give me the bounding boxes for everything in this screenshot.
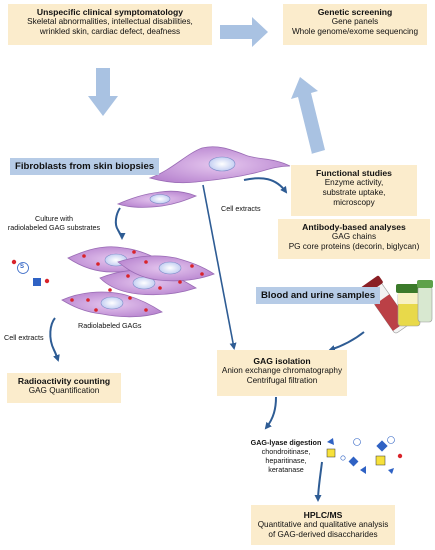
- arrow-samples-to-gag-isolation: [328, 331, 365, 352]
- blood-urine-header: Blood and urine samples: [256, 287, 381, 304]
- radioactivity-box: Radioactivity counting GAG Quantificatio…: [7, 373, 121, 403]
- antibody-line-2: PG core proteins (decorin, biglycan): [288, 242, 420, 252]
- functional-studies-box: Functional studies Enzyme activity, subs…: [291, 165, 417, 216]
- symptoms-line-2: wrinkled skin, cardiac defect, deafness: [39, 27, 181, 37]
- functional-title: Functional studies: [316, 168, 392, 178]
- gag-isolation-box: GAG isolation Anion exchange chromatogra…: [217, 350, 347, 396]
- arrow-symptoms-down: [88, 68, 118, 116]
- hplc-line-2: of GAG-derived disaccharides: [268, 530, 378, 540]
- radiolabeled-cells: [61, 246, 215, 318]
- culture-label: Culture with radiolabeled GAG substrates: [4, 214, 104, 232]
- antibody-line-1: GAG chains: [331, 232, 377, 242]
- arrow-cells-to-radio: [49, 317, 60, 362]
- cell-extracts-left-label: Cell extracts: [4, 333, 44, 342]
- fibroblast-cell-top: [148, 146, 291, 184]
- antibody-title: Antibody-based analyses: [302, 222, 406, 232]
- arrow-lyase-to-hplc: [314, 461, 323, 502]
- arrow-cells-to-gag-isolation: [202, 184, 237, 350]
- arrow-cells-to-functional: [243, 177, 288, 194]
- genetic-line-1: Gene panels: [331, 17, 379, 27]
- genetic-screening-box: Genetic screening Gene panels Whole geno…: [283, 4, 427, 45]
- functional-line-2: substrate uptake,: [322, 188, 386, 198]
- arrow-symptoms-to-genetic: [220, 17, 268, 47]
- s-symbol: S: [20, 264, 25, 270]
- radio-line-1: GAG Quantification: [28, 386, 100, 396]
- gag-isolation-title: GAG isolation: [253, 356, 311, 366]
- hplc-line-1: Quantitative and qualitative analysis: [257, 520, 389, 530]
- fibroblast-cell-small: [116, 190, 198, 208]
- disaccharide-symbols: [326, 436, 403, 474]
- hplc-title: HPLC/MS: [303, 510, 343, 520]
- lyase-title: GAG-lyase digestion: [250, 438, 322, 447]
- gag-isolation-line-1: Anion exchange chromatography: [221, 366, 343, 376]
- radiolabeled-gags-label: Radiolabeled GAGs: [78, 321, 142, 330]
- genetic-line-2: Whole genome/exome sequencing: [291, 27, 419, 37]
- lyase-enzyme-3: keratanase: [268, 465, 304, 474]
- radio-title: Radioactivity counting: [17, 376, 111, 386]
- symptoms-line-1: Skeletal abnormalities, intellectual dis…: [27, 17, 193, 27]
- radiolabel-substrates: [11, 259, 50, 286]
- fibroblasts-header: Fibroblasts from skin biopsies: [10, 158, 160, 175]
- genetic-title: Genetic screening: [317, 7, 393, 17]
- symptoms-title: Unspecific clinical symptomatology: [36, 7, 184, 17]
- arrow-cells-to-culture: [114, 207, 126, 240]
- arrow-gag-isolation-to-lyase: [264, 396, 277, 430]
- gag-isolation-line-2: Centrifugal filtration: [246, 376, 318, 386]
- hplc-box: HPLC/MS Quantitative and qualitative ana…: [251, 505, 395, 545]
- arrow-functional-genetic: [291, 77, 325, 154]
- lyase-enzyme-2: heparitinase,: [265, 456, 307, 465]
- functional-line-1: Enzyme activity,: [324, 178, 384, 188]
- functional-line-3: microscopy: [333, 198, 375, 208]
- sample-tubes: [361, 275, 433, 334]
- cell-extracts-top-label: Cell extracts: [221, 204, 261, 213]
- symptoms-box: Unspecific clinical symptomatology Skele…: [8, 4, 212, 45]
- culture-line-1: Culture with: [35, 214, 73, 223]
- lyase-enzyme-1: chondroitinase,: [261, 447, 311, 456]
- culture-line-2: radiolabeled GAG substrates: [7, 223, 101, 232]
- antibody-analyses-box: Antibody-based analyses GAG chains PG co…: [278, 219, 430, 259]
- lyase-label: GAG-lyase digestion chondroitinase, hepa…: [242, 438, 330, 474]
